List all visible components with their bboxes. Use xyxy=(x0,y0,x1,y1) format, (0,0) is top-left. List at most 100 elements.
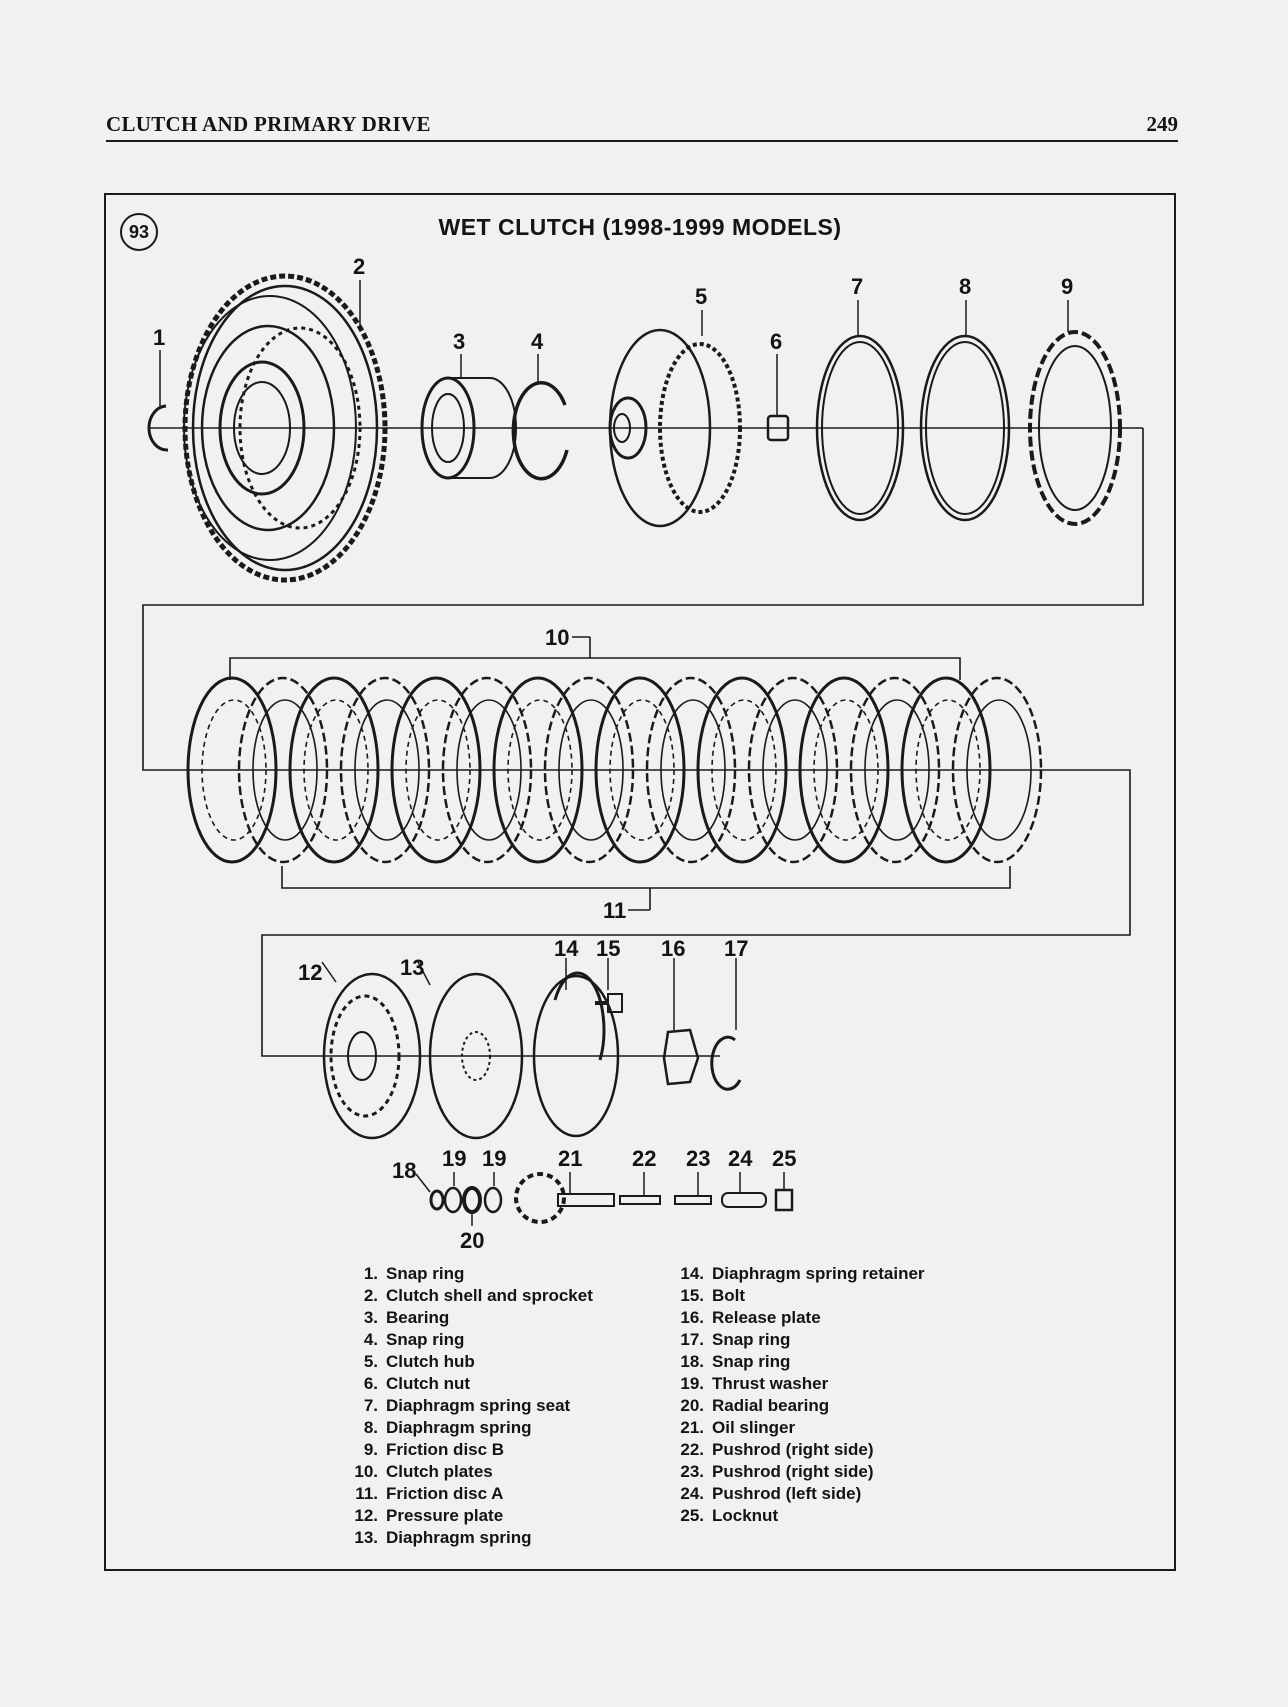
callout-25: 25 xyxy=(772,1146,796,1171)
callout-23: 23 xyxy=(686,1146,710,1171)
friction-disc xyxy=(900,676,992,864)
legend-item-text: Diaphragm spring seat xyxy=(386,1396,571,1415)
legend-item-number: 21. xyxy=(680,1418,704,1437)
legend-item: 9.Friction disc B xyxy=(344,1439,593,1461)
pushrod-assembly xyxy=(429,1172,794,1224)
callout-2: 2 xyxy=(353,254,365,279)
callout-1: 1 xyxy=(153,325,165,350)
clutch-plate xyxy=(441,676,533,864)
legend-item-number: 25. xyxy=(680,1506,704,1525)
snap-ring-part-17 xyxy=(710,1035,742,1091)
diaphragm-spring-inner xyxy=(925,341,1005,515)
legend-item-number: 11. xyxy=(355,1484,378,1503)
callout-24: 24 xyxy=(728,1146,753,1171)
legend-item-text: Diaphragm spring xyxy=(386,1418,532,1437)
legend-item: 25. Locknut xyxy=(670,1505,925,1527)
legend-item-text: Diaphragm spring retainer xyxy=(712,1264,925,1283)
legend-item: 16.Release plate xyxy=(670,1307,925,1329)
legend-item: 7. Diaphragm spring seat xyxy=(344,1395,593,1417)
legend-item-number: 14. xyxy=(680,1264,704,1283)
release-plate-part-16 xyxy=(662,1028,700,1086)
legend-item: 24.Pushrod (left side) xyxy=(670,1483,925,1505)
legend-item-number: 17. xyxy=(680,1330,704,1349)
clutch-nut-part-6 xyxy=(766,414,790,442)
legend-item: 12.Pressure plate xyxy=(344,1505,593,1527)
legend-item-text: Pushrod (right side) xyxy=(712,1462,874,1481)
disc-inner-ring xyxy=(405,699,471,841)
callout-3: 3 xyxy=(453,329,465,354)
section-title: CLUTCH AND PRIMARY DRIVE xyxy=(106,112,431,136)
callout-15: 15 xyxy=(596,936,620,961)
legend-item-text: Thrust washer xyxy=(712,1374,829,1393)
snap-ring-part-1 xyxy=(147,404,169,452)
callout-20: 20 xyxy=(460,1228,484,1253)
callout-21: 21 xyxy=(558,1146,582,1171)
spring-retainer-part-14 xyxy=(532,971,620,1138)
legend-item-text: Snap ring xyxy=(712,1330,791,1349)
legend-item-text: Locknut xyxy=(712,1506,779,1525)
callout-14: 14 xyxy=(554,936,579,961)
snap-ring-part-4 xyxy=(511,381,569,481)
legend-item-text: Pushrod (right side) xyxy=(712,1440,874,1459)
legend-item: 6.Clutch nut xyxy=(344,1373,593,1395)
legend-item-number: 3. xyxy=(363,1308,378,1327)
legend-item-text: Clutch plates xyxy=(386,1462,493,1481)
disc-inner-ring xyxy=(864,699,930,841)
legend-item-number: 1. xyxy=(363,1264,378,1283)
callout-16: 16 xyxy=(661,936,685,961)
clutch-plate xyxy=(543,676,635,864)
legend-item-text: Radial bearing xyxy=(712,1396,830,1415)
callout-4: 4 xyxy=(531,329,544,354)
legend-item: 17. Snap ring xyxy=(670,1329,925,1351)
callout-22: 22 xyxy=(632,1146,656,1171)
friction-disc xyxy=(798,676,890,864)
figure-frame xyxy=(104,193,1176,1571)
pressure-plate-part-12 xyxy=(322,972,422,1140)
legend-item-text: Oil slinger xyxy=(712,1418,796,1437)
callout-17: 17 xyxy=(724,936,748,961)
legend-item-number: 8. xyxy=(363,1418,378,1437)
legend-item: 1.Snap ring xyxy=(344,1263,593,1285)
legend-item: 23.Pushrod (right side) xyxy=(670,1461,925,1483)
clutch-hub-part-5 xyxy=(608,328,742,528)
page-header: CLUTCH AND PRIMARY DRIVE 249 xyxy=(106,110,1178,142)
legend-item-text: Bolt xyxy=(712,1286,746,1305)
disc-inner-ring xyxy=(660,699,726,841)
parts-legend-right: 14. Diaphragm spring retainer 15. Bolt 16.Re… xyxy=(670,1263,925,1527)
legend-item: 4.Snap ring xyxy=(344,1329,593,1351)
disc-inner-ring xyxy=(354,699,420,841)
legend-item: 5.Clutch hub xyxy=(344,1351,593,1373)
bolt-part-15 xyxy=(595,993,623,1013)
legend-item-number: 9. xyxy=(363,1440,378,1459)
spring-seat-part-7 xyxy=(815,334,905,522)
legend-item: 2.Clutch shell and sprocket xyxy=(344,1285,593,1307)
disc-inner-ring xyxy=(762,699,828,841)
friction-disc-b-part-9 xyxy=(1028,330,1122,526)
callout-19a: 19 xyxy=(442,1146,466,1171)
callout-13: 13 xyxy=(400,955,424,980)
legend-item-number: 24. xyxy=(680,1484,704,1503)
legend-item-number: 18. xyxy=(680,1352,704,1371)
page-number: 249 xyxy=(1146,112,1179,136)
friction-disc xyxy=(390,676,482,864)
legend-item-number: 15. xyxy=(680,1286,704,1305)
legend-item-number: 7. xyxy=(363,1396,378,1415)
legend-item-number: 19. xyxy=(680,1374,704,1393)
clutch-plate xyxy=(951,676,1043,864)
legend-item-text: Release plate xyxy=(712,1308,821,1327)
legend-item: 13.Diaphragm spring xyxy=(344,1527,593,1549)
callout-11: 11 xyxy=(603,898,626,923)
clutch-shell-sprocket-part-2 xyxy=(182,273,388,583)
legend-item: 22.Pushrod (right side) xyxy=(670,1439,925,1461)
legend-item: 18.Snap ring xyxy=(670,1351,925,1373)
legend-item-text: Clutch shell and sprocket xyxy=(386,1286,593,1305)
callout-18: 18 xyxy=(392,1158,416,1183)
legend-item-number: 5. xyxy=(363,1352,378,1371)
legend-item-number: 20. xyxy=(680,1396,704,1415)
clutch-plate-stack xyxy=(186,676,1043,864)
clutch-plate xyxy=(747,676,839,864)
friction-disc xyxy=(492,676,584,864)
diaphragm-spring-part-8 xyxy=(919,334,1011,522)
